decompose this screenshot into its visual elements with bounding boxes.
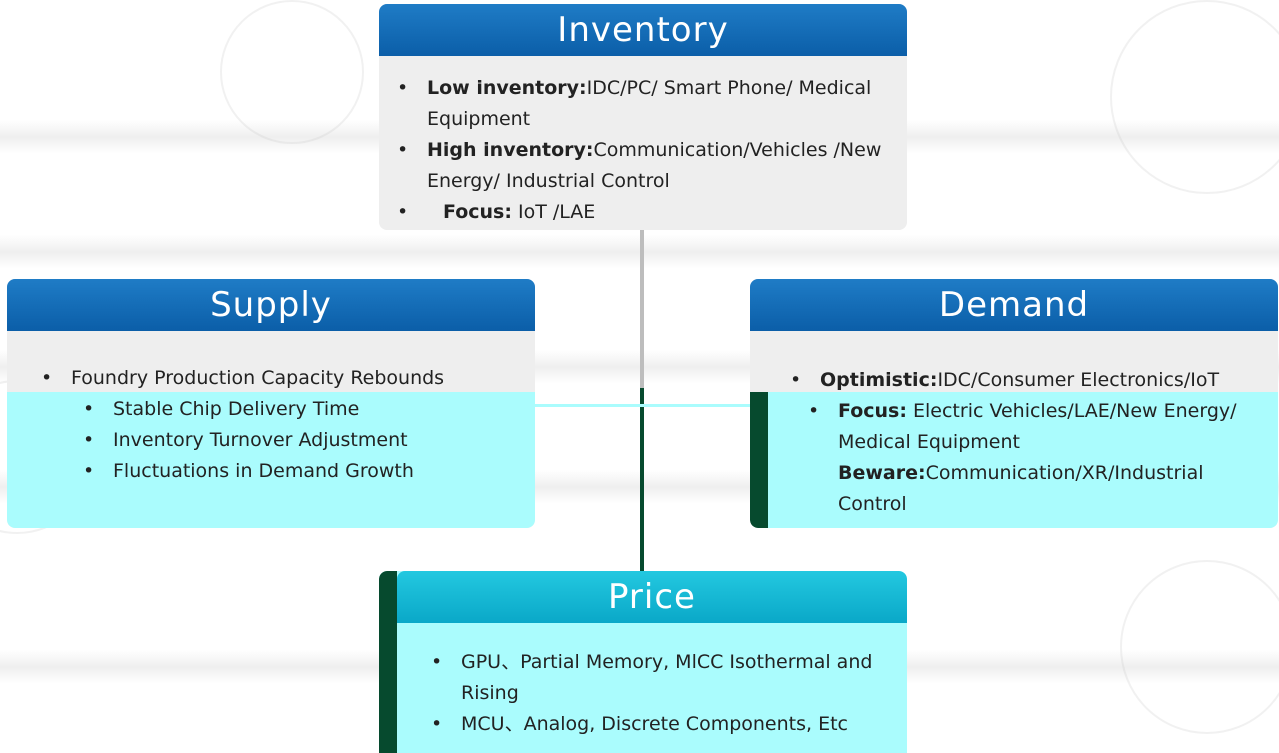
supply-title: Supply	[7, 279, 535, 331]
watermark-ring	[220, 0, 364, 144]
supply-sub-item: Inventory Turnover Adjustment	[83, 425, 525, 456]
inventory-item-text: IDC/PC/ Smart Phone/ Medical Equipment	[427, 77, 872, 130]
supply-main-item: Foundry Production Capacity Rebounds	[41, 363, 525, 394]
demand-beware-item: Beware:Communication/XR/Industrial Contr…	[790, 458, 1268, 520]
inventory-item-label: High inventory:	[427, 139, 594, 161]
inventory-title: Inventory	[379, 4, 907, 56]
supply-box: Supply Foundry Production Capacity Rebou…	[7, 279, 535, 528]
price-box: Price GPU、Partial Memory, MlCC Isotherma…	[379, 571, 907, 753]
demand-beware-label: Beware:	[838, 462, 926, 484]
supply-sub-item: Stable Chip Delivery Time	[83, 394, 525, 425]
demand-optimistic-text: IDC/Consumer Electronics/IoT	[937, 369, 1220, 391]
demand-focus-item: Focus: Electric Vehicles/LAE/New Energy/…	[808, 396, 1268, 458]
inventory-list: Low inventory:IDC/PC/ Smart Phone/ Medic…	[379, 73, 907, 228]
inventory-item-text: IoT /LAE	[511, 201, 596, 223]
inventory-item-label: Low inventory:	[427, 77, 587, 99]
price-dark-strip	[379, 571, 397, 753]
inventory-item: Focus: IoT /LAE	[397, 197, 891, 228]
price-item: GPU、Partial Memory, MlCC Isothermal and …	[431, 647, 897, 709]
connector-horizontal	[535, 404, 750, 407]
price-title: Price	[397, 571, 907, 623]
inventory-item: Low inventory:IDC/PC/ Smart Phone/ Medic…	[397, 73, 891, 135]
connector-vertical-grey	[640, 228, 644, 388]
inventory-item: High inventory:Communication/Vehicles /N…	[397, 135, 891, 197]
demand-beware-text: Communication/XR/Industrial Control	[838, 462, 1204, 515]
inventory-item-label: Focus:	[443, 201, 512, 223]
demand-list: Optimistic:IDC/Consumer Electronics/IoT …	[750, 365, 1278, 520]
watermark-ring	[1110, 0, 1279, 194]
demand-box: Demand Optimistic:IDC/Consumer Electroni…	[750, 279, 1278, 528]
connector-vertical-green	[640, 388, 644, 572]
price-item: MCU、Analog, Discrete Components, Etc	[431, 709, 897, 740]
supply-list: Foundry Production Capacity Rebounds Sta…	[7, 363, 535, 487]
demand-focus-text: Electric Vehicles/LAE/New Energy/ Medica…	[838, 400, 1237, 453]
price-list: GPU、Partial Memory, MlCC Isothermal and …	[397, 647, 907, 740]
demand-optimistic-label: Optimistic:	[820, 369, 938, 391]
supply-sub-item: Fluctuations in Demand Growth	[83, 456, 525, 487]
demand-title: Demand	[750, 279, 1278, 331]
watermark-ring	[1120, 560, 1279, 734]
demand-dark-strip	[750, 392, 768, 528]
demand-focus-label: Focus:	[838, 400, 907, 422]
inventory-box: Inventory Low inventory:IDC/PC/ Smart Ph…	[379, 4, 907, 230]
background-band	[0, 235, 1279, 269]
inventory-item-text: Communication/Vehicles /New Energy/ Indu…	[427, 139, 882, 192]
demand-optimistic-item: Optimistic:IDC/Consumer Electronics/IoT	[790, 365, 1268, 396]
